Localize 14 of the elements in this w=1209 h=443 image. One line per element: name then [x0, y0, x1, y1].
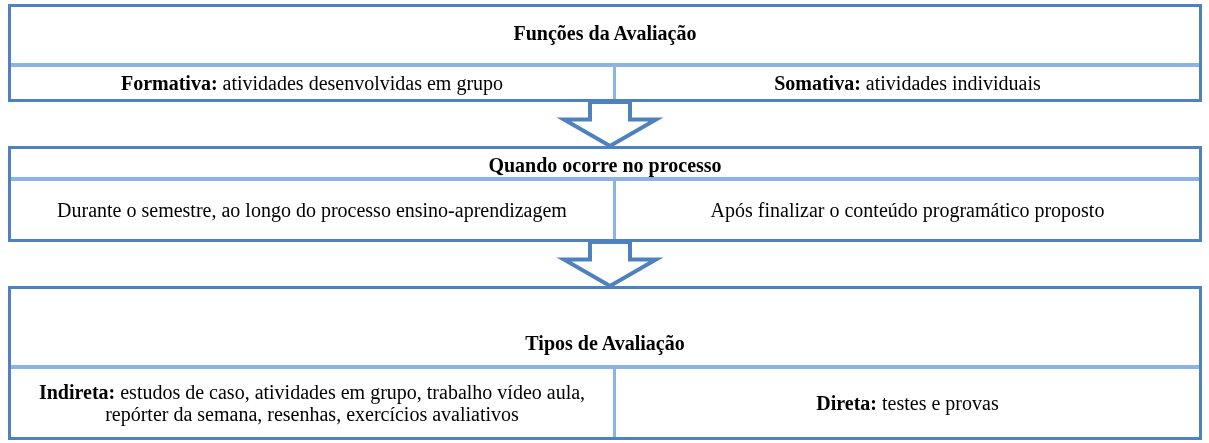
table-cell: Após finalizar o conteúdo programático proposto — [613, 177, 1199, 239]
table-cell: Formativa: atividades desenvolvidas em grupo — [11, 63, 613, 99]
table-cell: Direta: testes e provas — [613, 365, 1199, 437]
section-band — [8, 286, 1202, 440]
table-cell: Durante o semestre, ao longo do processo ensino-aprendizagem — [11, 177, 613, 239]
block-arrow — [556, 100, 664, 149]
section-heading: Funções da Avaliação — [512, 21, 698, 45]
section-band — [8, 146, 1202, 242]
table-cell: Indireta: estudos de caso, atividades em grupo, trabalho vídeo aula, repórter da semana, resenhas, exercícios avaliativos — [11, 365, 613, 437]
section-band — [8, 4, 1202, 102]
table-cell: Somativa: atividades individuais — [613, 63, 1199, 99]
block-arrow — [556, 240, 664, 289]
section-heading: Quando ocorre no processo — [487, 153, 723, 177]
section-heading: Tipos de Avaliação — [524, 331, 686, 355]
